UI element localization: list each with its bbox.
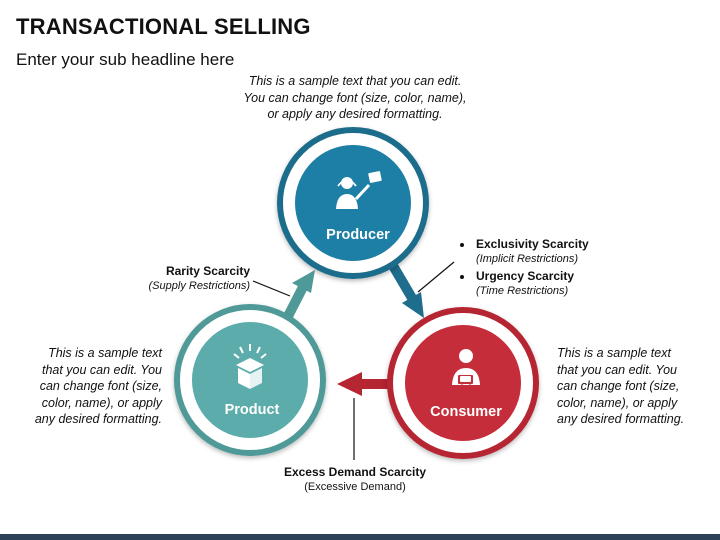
urgency-scarcity-title: Urgency Scarcity [476, 269, 575, 283]
rarity-scarcity-sub: (Supply Restrictions) [148, 280, 250, 292]
page-title: TRANSACTIONAL SELLING [16, 14, 311, 39]
note-left-line: color, name), or apply [41, 395, 162, 410]
note-right-line: color, name), or apply [557, 395, 678, 410]
note-top: This is a sample text that you can edit.… [220, 73, 490, 123]
presenter-icon [336, 171, 382, 209]
note-right-line: This is a sample text [557, 346, 671, 360]
excess-demand-sub: (Excessive Demand) [304, 481, 406, 493]
product-label: Product [225, 402, 280, 418]
note-left-line: that you can edit. You [41, 362, 162, 377]
note-left-line: This is a sample text [48, 346, 162, 360]
exclusivity-scarcity-title: Exclusivity Scarcity [476, 237, 589, 251]
bullet-icon [460, 275, 464, 279]
exclusivity-scarcity-sub: (Implicit Restrictions) [476, 253, 579, 265]
note-top-line: or apply any desired formatting. [267, 107, 443, 121]
note-right-line: that you can edit. You [557, 362, 678, 377]
list-item: Exclusivity Scarcity (Implicit Restricti… [458, 237, 598, 267]
note-left: This is a sample text that you can edit.… [10, 345, 162, 428]
rarity-scarcity-title: Rarity Scarcity [165, 264, 250, 278]
page-subtitle: Enter your sub headline here [16, 50, 235, 69]
bullet-icon [460, 243, 464, 247]
note-left-line: can change font (size, [39, 379, 162, 393]
leader-bullets [417, 261, 455, 293]
leader-rarity [252, 280, 291, 297]
rarity-scarcity-label: Rarity Scarcity (Supply Restrictions) [140, 264, 250, 294]
note-right: This is a sample text that you can edit.… [557, 345, 717, 428]
arrow-consumer-to-product [337, 372, 392, 396]
note-right-line: can change font (size, [557, 379, 680, 393]
producer-label: Producer [326, 227, 390, 243]
open-box-icon [233, 344, 267, 389]
note-right-line: any desired formatting. [557, 412, 685, 426]
note-top-line: You can change font (size, color, name), [243, 90, 467, 105]
note-left-line: any desired formatting. [34, 412, 162, 426]
note-top-line: This is a sample text that you can edit. [248, 74, 462, 88]
excess-demand-title: Excess Demand Scarcity [283, 465, 427, 479]
urgency-scarcity-sub: (Time Restrictions) [476, 285, 569, 297]
scarcity-bullet-list: Exclusivity Scarcity (Implicit Restricti… [458, 237, 598, 301]
product-node: Product [174, 304, 326, 456]
shopper-icon [452, 349, 480, 388]
producer-node: Producer [277, 127, 429, 279]
consumer-label: Consumer [430, 404, 502, 420]
consumer-node: Consumer [387, 307, 539, 459]
arrow-producer-to-consumer [387, 261, 424, 318]
list-item: Urgency Scarcity (Time Restrictions) [458, 269, 598, 299]
footer-bar [0, 534, 720, 540]
excess-demand-label: Excess Demand Scarcity (Excessive Demand… [270, 465, 440, 495]
